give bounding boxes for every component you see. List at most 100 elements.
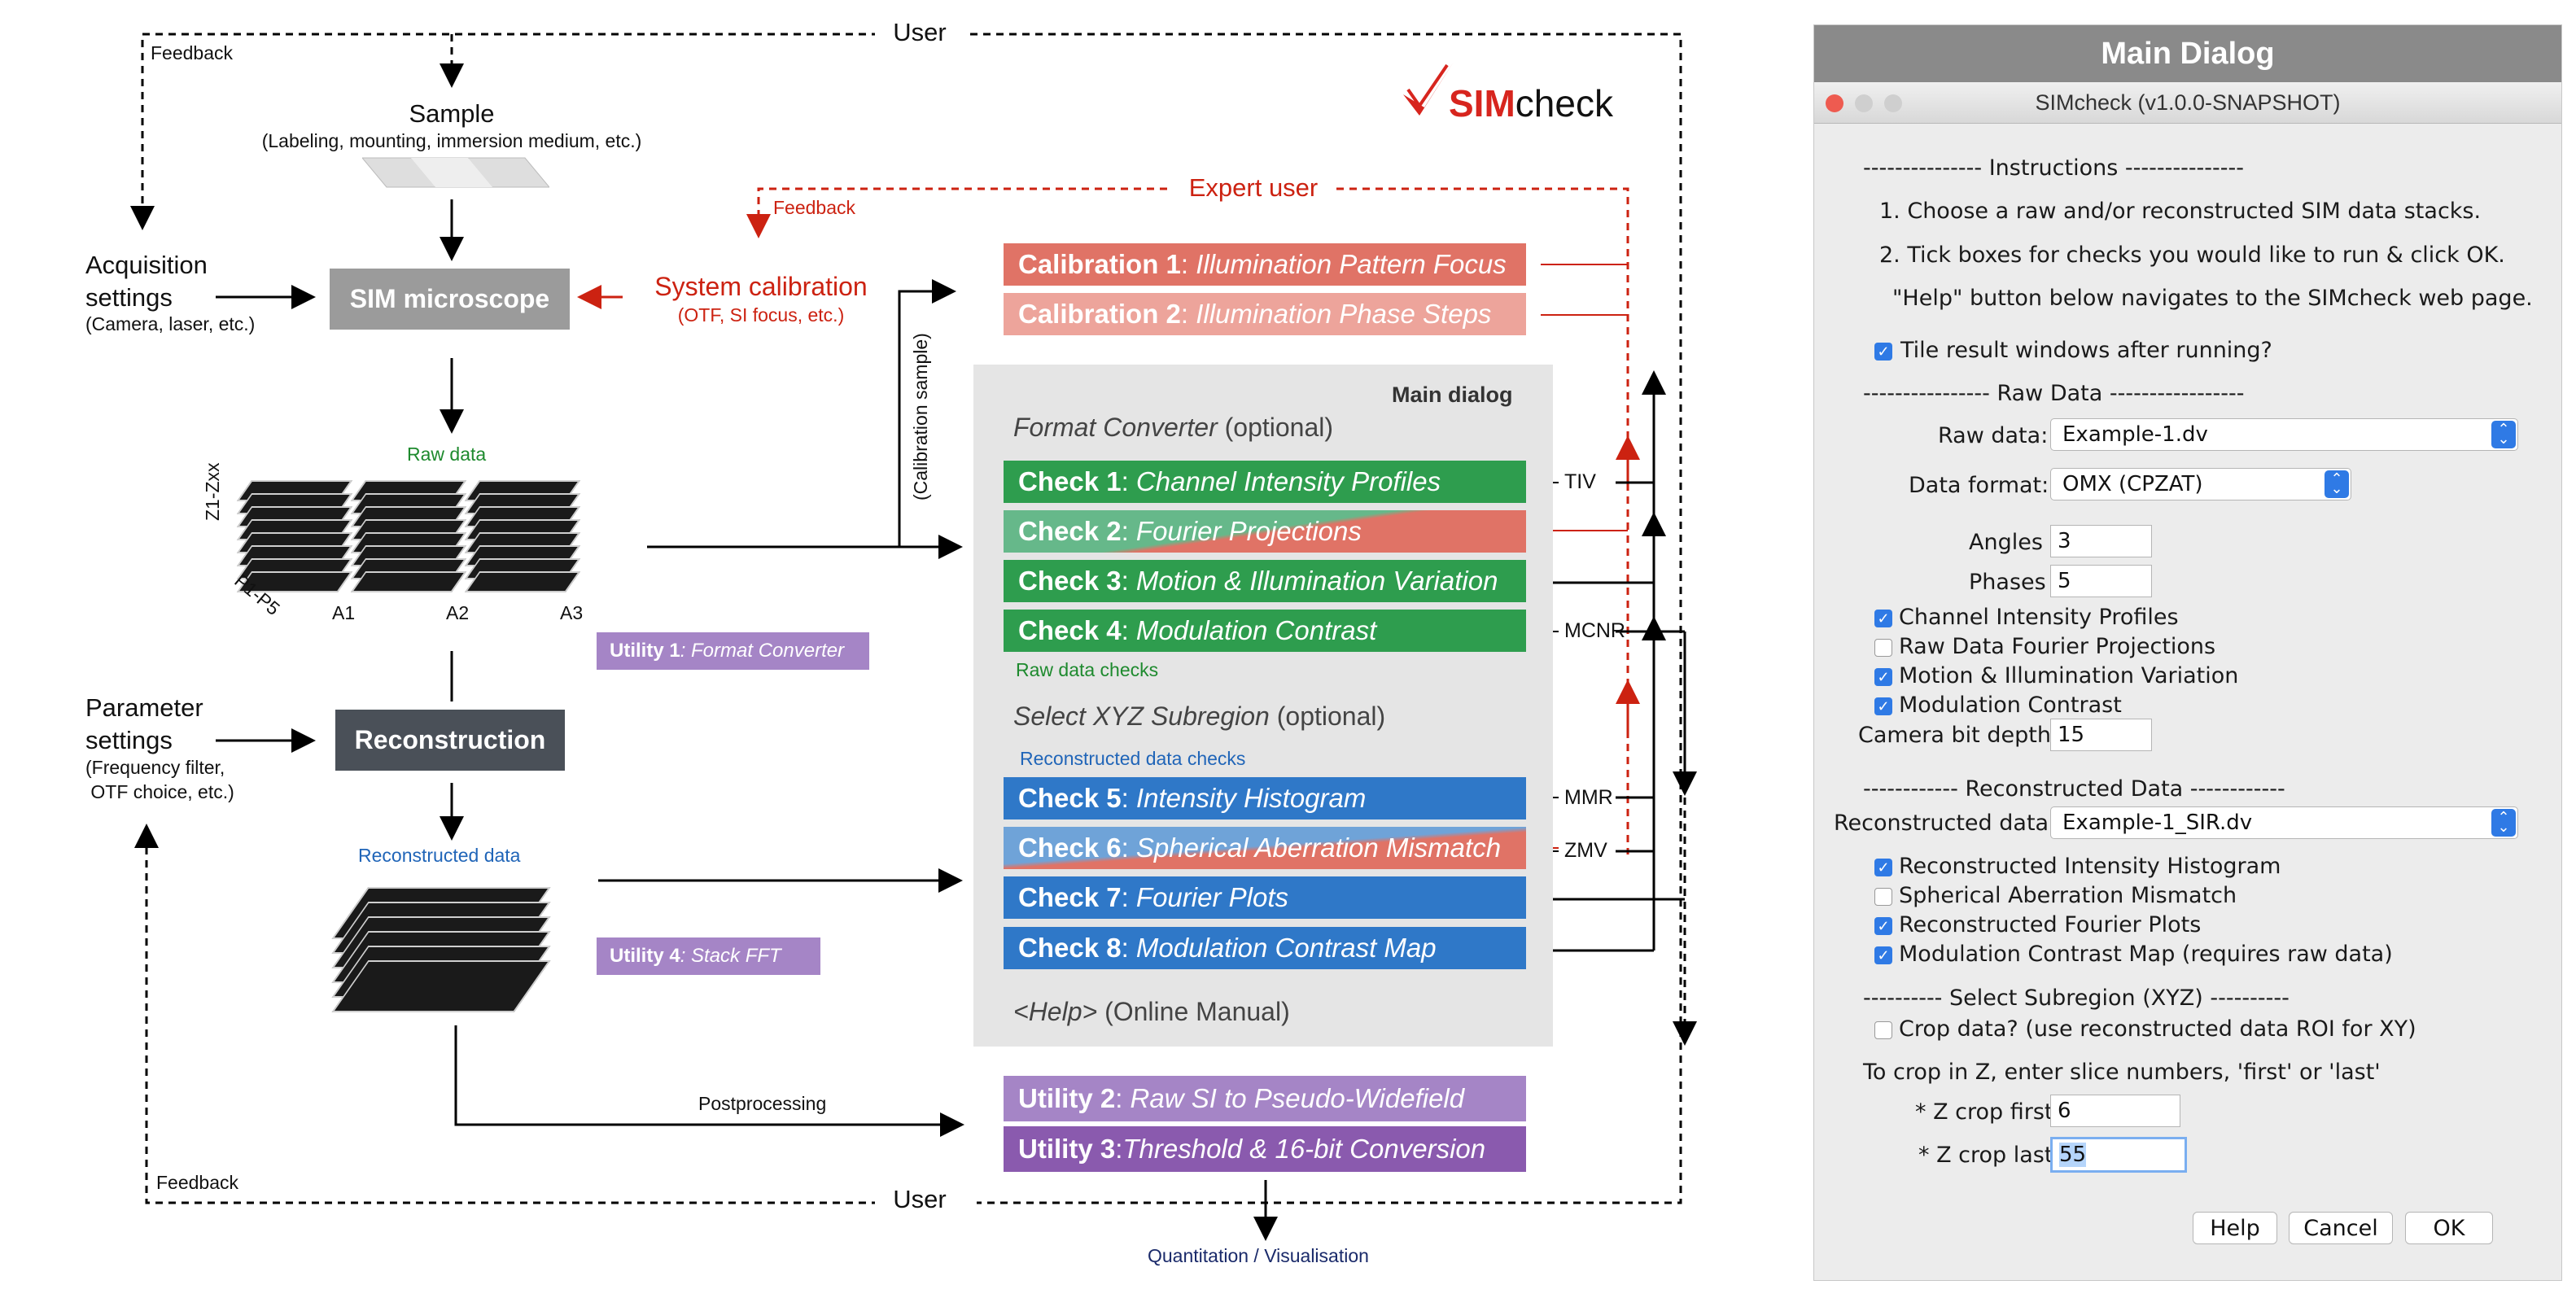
dialog-title-bar: SIMcheck (v1.0.0-SNAPSHOT) <box>1814 82 2561 124</box>
angles-label: Angles <box>1969 530 2043 555</box>
cancel-button[interactable]: Cancel <box>2289 1212 2393 1244</box>
angle-label-a3: A3 <box>560 602 584 623</box>
system-calibration-title: System calibration <box>654 272 868 301</box>
feedback-label-expert: Feedback <box>773 197 856 218</box>
instructions-header: --------------- Instructions -----------… <box>1863 155 2245 181</box>
recon-check-3-checkbox[interactable]: ✓ <box>1874 917 1892 935</box>
recon-check-3-label: Reconstructed Fourier Plots <box>1899 912 2202 937</box>
calibration-sample-label: (Calibration sample) <box>910 333 931 500</box>
quantitation-label: Quantitation / Visualisation <box>1148 1245 1369 1266</box>
utility4-box: Utility 4: Stack FFT <box>597 937 820 975</box>
crop-data-label: Crop data? (use reconstructed data ROI f… <box>1899 1016 2416 1042</box>
utility3-box: Utility 3:Threshold & 16-bit Conversion <box>1004 1126 1526 1172</box>
recon-check-2-label: Spherical Aberration Mismatch <box>1899 883 2237 908</box>
raw-data-label: Raw data <box>407 444 487 465</box>
tile-windows-checkbox[interactable]: ✓ <box>1874 343 1892 361</box>
raw-check-4-checkbox[interactable]: ✓ <box>1874 697 1892 715</box>
instruction-2: 2. Tick boxes for checks you would like … <box>1879 243 2505 268</box>
feedback-label-bottom: Feedback <box>156 1172 239 1193</box>
ok-button[interactable]: OK <box>2405 1212 2493 1244</box>
recon-check-1-checkbox[interactable]: ✓ <box>1874 859 1892 876</box>
calibration2-box: Calibration 2: Illumination Phase Steps <box>1004 293 1526 335</box>
postprocessing-label: Postprocessing <box>698 1093 827 1114</box>
recon-check-4-checkbox[interactable]: ✓ <box>1874 946 1892 964</box>
z-crop-last-input[interactable]: 55 <box>2050 1137 2187 1173</box>
zoom-icon[interactable] <box>1884 94 1902 112</box>
angles-input[interactable]: 3 <box>2050 525 2152 557</box>
check5-box: Check 5: Intensity Histogram <box>1004 777 1526 819</box>
z-crop-first-input[interactable]: 6 <box>2050 1095 2180 1127</box>
help-button[interactable]: Help <box>2193 1212 2277 1244</box>
instruction-1: 1. Choose a raw and/or reconstructed SIM… <box>1879 199 2482 224</box>
utility1-box: Utility 1: Format Converter <box>597 632 869 670</box>
subregion-header: ---------- Select Subregion (XYZ) ------… <box>1863 986 2290 1011</box>
raw-data-select-chevron-icon: ⌃⌄ <box>2491 421 2516 448</box>
raw-data-header: ---------------- Raw Data --------------… <box>1863 381 2245 406</box>
utility2-box: Utility 2: Raw SI to Pseudo-Widefield <box>1004 1076 1526 1121</box>
raw-check-2-label: Raw Data Fourier Projections <box>1899 634 2216 659</box>
metric-tiv: TIV <box>1564 470 1596 493</box>
simcheck-checkmark-icon <box>1403 62 1454 116</box>
phases-label: Phases <box>1969 570 2046 595</box>
phases-input[interactable]: 5 <box>2050 565 2152 597</box>
data-format-label: Data format: <box>1909 473 2049 498</box>
raw-check-1-label: Channel Intensity Profiles <box>1899 605 2179 630</box>
recon-check-1-label: Reconstructed Intensity Histogram <box>1899 854 2281 879</box>
raw-data-field-label: Raw data: <box>1938 423 2049 448</box>
crop-instructions: To crop in Z, enter slice numbers, 'firs… <box>1863 1060 2381 1085</box>
parameter-settings-sub: (Frequency filter, OTF choice, etc.) <box>85 757 234 802</box>
bit-depth-label: Camera bit depth <box>1858 723 2051 748</box>
data-format-select[interactable]: OMX (CPZAT)⌃⌄ <box>2050 468 2351 500</box>
diagram-connectors <box>130 33 1697 1241</box>
help-online-manual-label: <Help> (Online Manual) <box>1013 997 1290 1026</box>
raw-check-1-checkbox[interactable]: ✓ <box>1874 610 1892 627</box>
raw-data-select[interactable]: Example-1.dv⌃⌄ <box>2050 418 2518 451</box>
raw-check-3-checkbox[interactable]: ✓ <box>1874 668 1892 686</box>
acquisition-settings-sub: (Camera, laser, etc.) <box>85 313 256 334</box>
sim-microscope-box: SIM microscope <box>330 269 570 330</box>
check4-box: Check 4: Modulation Contrast <box>1004 610 1526 652</box>
check1-box: Check 1: Channel Intensity Profiles <box>1004 461 1526 503</box>
main-dialog-window: Main Dialog SIMcheck (v1.0.0-SNAPSHOT) -… <box>1813 24 2562 1281</box>
check2-box: Check 2: Fourier Projections <box>1004 510 1526 553</box>
metric-mmr: MMR <box>1564 786 1613 809</box>
sample-slide-icon <box>362 157 549 188</box>
window-title: SIMcheck (v1.0.0-SNAPSHOT) <box>2035 90 2341 115</box>
sample-title: Sample <box>409 99 495 128</box>
recon-check-2-checkbox[interactable] <box>1874 888 1892 906</box>
crop-data-checkbox[interactable] <box>1874 1021 1892 1039</box>
z-crop-last-label: * Z crop last <box>1918 1143 2053 1168</box>
metric-zmv: ZMV <box>1564 839 1607 862</box>
data-format-chevron-icon: ⌃⌄ <box>2325 470 2349 498</box>
metric-mcnr: MCNR <box>1564 619 1625 642</box>
check8-box: Check 8: Modulation Contrast Map <box>1004 927 1526 969</box>
bit-depth-input[interactable]: 15 <box>2050 719 2152 751</box>
raw-data-checks-label: Raw data checks <box>1016 659 1159 680</box>
parameter-settings-title: Parameter settings <box>85 693 203 754</box>
angle-label-a1: A1 <box>332 602 356 623</box>
main-dialog-title: Main dialog <box>1392 382 1513 407</box>
reconstructed-data-label: Reconstructed data <box>358 845 521 866</box>
check3-box: Check 3: Motion & Illumination Variation <box>1004 560 1526 602</box>
tile-windows-label: Tile result windows after running? <box>1900 338 2272 363</box>
main-dialog-header: Main Dialog <box>1814 25 2561 82</box>
check7-box: Check 7: Fourier Plots <box>1004 876 1526 919</box>
close-icon[interactable] <box>1826 94 1843 112</box>
system-calibration-sub: (OTF, SI focus, etc.) <box>677 304 845 326</box>
acquisition-settings-title: Acquisition settings <box>85 251 208 312</box>
instruction-3: "Help" button below navigates to the SIM… <box>1892 286 2533 311</box>
recon-data-header: ------------ Reconstructed Data --------… <box>1863 776 2285 802</box>
minimize-icon[interactable] <box>1855 94 1873 112</box>
recon-data-select[interactable]: Example-1_SIR.dv⌃⌄ <box>2050 806 2518 839</box>
reconstruction-box: Reconstruction <box>335 710 565 771</box>
calibration1-box: Calibration 1: Illumination Pattern Focu… <box>1004 243 1526 286</box>
user-label-top: User <box>875 18 964 47</box>
axis-z-label: Z1-Zxx <box>202 462 223 521</box>
raw-check-2-checkbox[interactable] <box>1874 639 1892 657</box>
recon-data-select-chevron-icon: ⌃⌄ <box>2491 809 2516 837</box>
recon-check-4-label: Modulation Contrast Map (requires raw da… <box>1899 942 2393 967</box>
expert-user-label: Expert user <box>1172 173 1335 203</box>
user-label-bottom: User <box>875 1185 964 1214</box>
recon-data-checks-label: Reconstructed data checks <box>1020 748 1246 769</box>
simcheck-logo-text: SIMcheck <box>1449 82 1613 125</box>
